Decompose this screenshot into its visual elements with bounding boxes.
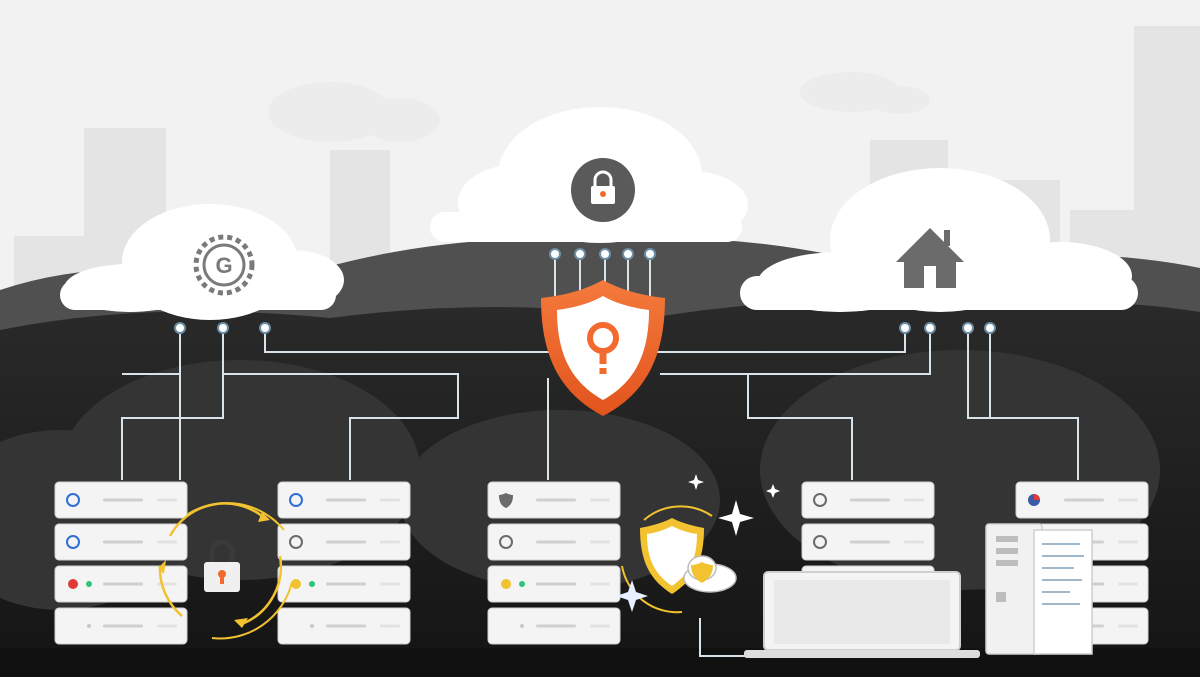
- server-unit: [54, 523, 188, 561]
- server-unit: [487, 523, 621, 561]
- server-unit: [54, 607, 188, 645]
- server-unit: [801, 523, 935, 561]
- desktop-tower: [985, 523, 1093, 655]
- server-unit: [277, 523, 411, 561]
- drive-slot: [103, 582, 143, 586]
- background-clouds: [268, 72, 930, 142]
- status-led: [309, 581, 315, 587]
- server-rack: [487, 481, 621, 645]
- status-led: [68, 579, 78, 589]
- server-unit: [277, 565, 411, 603]
- drive-slot: [536, 624, 576, 628]
- drive-slot: [326, 540, 366, 544]
- status-ring: [499, 535, 513, 549]
- status-ring: [289, 493, 303, 507]
- server-unit: [487, 607, 621, 645]
- drive-slot: [103, 540, 143, 544]
- server-unit: [54, 565, 188, 603]
- drive-slot: [536, 582, 576, 586]
- drive-slot: [1064, 498, 1104, 502]
- server-unit: [801, 481, 935, 519]
- status-led: [291, 579, 301, 589]
- lock-icon: [571, 158, 635, 222]
- home-icon: [896, 228, 964, 288]
- sparkle-icon: [616, 474, 780, 612]
- status-ring: [813, 493, 827, 507]
- drive-slot: [850, 498, 890, 502]
- padlock-icon: [158, 502, 293, 640]
- server-unit: [487, 481, 621, 519]
- server-rack: [54, 481, 188, 645]
- wire-nodes: [174, 248, 996, 334]
- drive-slot: [103, 498, 143, 502]
- shield-mini-icon: [499, 493, 513, 508]
- status-ring: [66, 493, 80, 507]
- status-led: [86, 581, 92, 587]
- status-led: [501, 579, 511, 589]
- shield-keyhole-icon: [541, 280, 665, 416]
- cloud-left: [60, 204, 344, 320]
- drive-slot: [326, 624, 366, 628]
- status-ring: [813, 535, 827, 549]
- server-unit: [1015, 481, 1149, 519]
- drive-slot: [850, 540, 890, 544]
- drive-slot: [536, 498, 576, 502]
- server-unit: [277, 481, 411, 519]
- drive-slot: [103, 624, 143, 628]
- gear-icon: G: [193, 234, 255, 296]
- status-ring: [66, 535, 80, 549]
- status-ring: [289, 535, 303, 549]
- server-unit: [487, 565, 621, 603]
- server-rack: [277, 481, 411, 645]
- drive-slot: [326, 498, 366, 502]
- status-led: [519, 581, 525, 587]
- server-unit: [54, 481, 188, 519]
- svg-text:G: G: [215, 253, 232, 278]
- shield-cloud-icon: [621, 505, 737, 614]
- drive-slot: [326, 582, 366, 586]
- server-unit: [277, 607, 411, 645]
- laptop: [744, 571, 980, 658]
- drive-slot: [536, 540, 576, 544]
